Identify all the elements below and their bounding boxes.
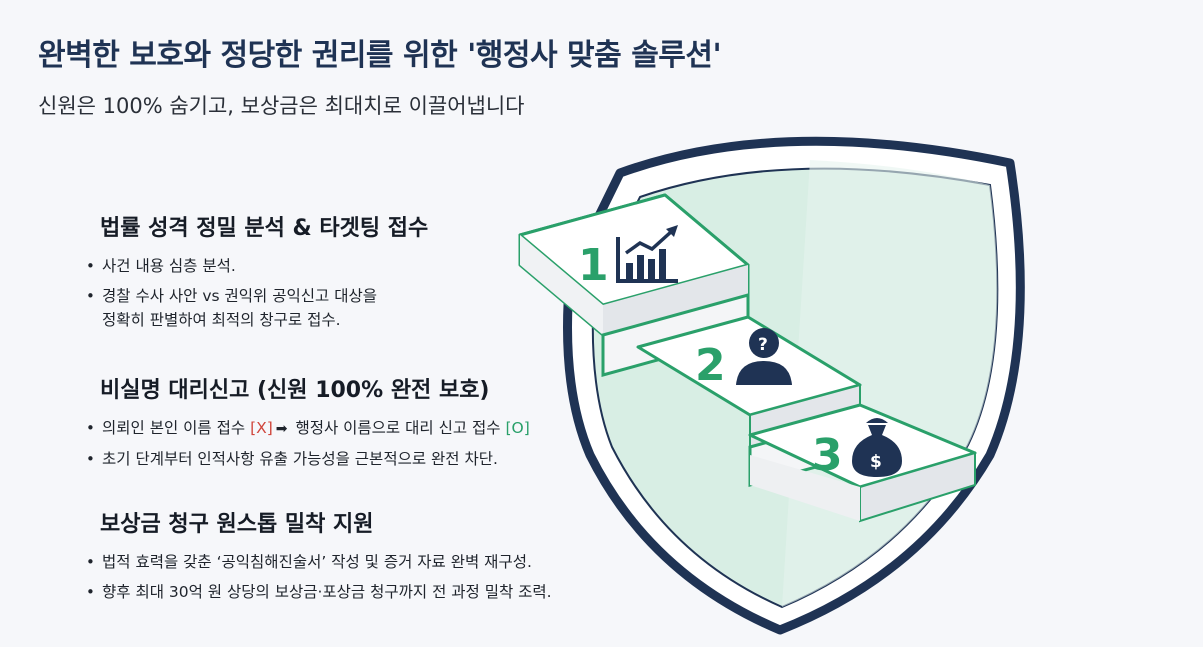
bullet-analysis-2: 경찰 수사 사안 vs 권익위 공익신고 대상을 정확히 판별하여 최적의 창구… xyxy=(86,284,646,332)
bullet-anonymous-2: 초기 단계부터 인적사항 유출 가능성을 근본적으로 완전 차단. xyxy=(86,447,646,471)
bullet-anonymous-1-mid: 행정사 이름으로 대리 신고 접수 xyxy=(290,419,506,437)
right-arrow-icon: ➡ xyxy=(275,421,288,437)
step-1-number: 1 xyxy=(578,240,609,291)
step-2-number: 2 xyxy=(695,340,726,391)
page-title: 완벽한 보호와 정당한 권리를 위한 '행정사 맞춤 솔루션' xyxy=(38,38,722,73)
bullet-anonymous-1: 의뢰인 본인 이름 접수 [X]➡ 행정사 이름으로 대리 신고 접수 [O] xyxy=(86,416,646,441)
mark-o-label: [O] xyxy=(505,419,530,437)
growth-chart-icon xyxy=(616,225,678,283)
section-compensation: 보상금 청구 원스톱 밀착 지원 법적 효력을 갖춘 ‘공익침해진술서’ 작성 … xyxy=(86,506,646,610)
bullet-compensation-1: 법적 효력을 갖춘 ‘공익침해진술서’ 작성 및 증거 자료 완벽 재구성. xyxy=(86,550,646,574)
money-bag-icon: $ xyxy=(852,418,902,477)
svg-text:?: ? xyxy=(758,335,768,355)
section-title-analysis: 법률 성격 정밀 분석 & 타겟팅 접수 xyxy=(100,216,429,241)
step-1 xyxy=(518,193,750,337)
section-title-compensation: 보상금 청구 원스톱 밀착 지원 xyxy=(100,512,374,537)
mark-x-label: [X] xyxy=(250,419,273,437)
bullet-analysis-1: 사건 내용 심층 분석. xyxy=(86,254,646,278)
section-analysis: 법률 성격 정밀 분석 & 타겟팅 접수 사건 내용 심층 분석. 경찰 수사 … xyxy=(86,210,646,332)
bullet-compensation-2: 향후 최대 30억 원 상당의 보상금·포상금 청구까지 전 과정 밀착 조력. xyxy=(86,580,646,604)
bullet-analysis-2-line2: 정확히 판별하여 최적의 창구로 접수. xyxy=(102,311,341,329)
section-anonymous-report: 비실명 대리신고 (신원 100% 완전 보호) 의뢰인 본인 이름 접수 [X… xyxy=(86,372,646,477)
bullet-analysis-2-line1: 경찰 수사 사안 vs 권익위 공익신고 대상을 xyxy=(102,287,377,305)
bullet-anonymous-1-pre: 의뢰인 본인 이름 접수 xyxy=(102,419,251,437)
step-3-number: 3 xyxy=(812,430,843,481)
section-title-anonymous: 비실명 대리신고 (신원 100% 완전 보호) xyxy=(100,378,490,403)
svg-text:$: $ xyxy=(870,452,882,472)
page-subtitle: 신원은 100% 숨기고, 보상금은 최대치로 이끌어냅니다 xyxy=(38,94,525,118)
anonymous-person-icon: ? xyxy=(736,328,792,385)
shield-stairs-graphic: 1 2 3 ? $ xyxy=(490,125,1050,635)
